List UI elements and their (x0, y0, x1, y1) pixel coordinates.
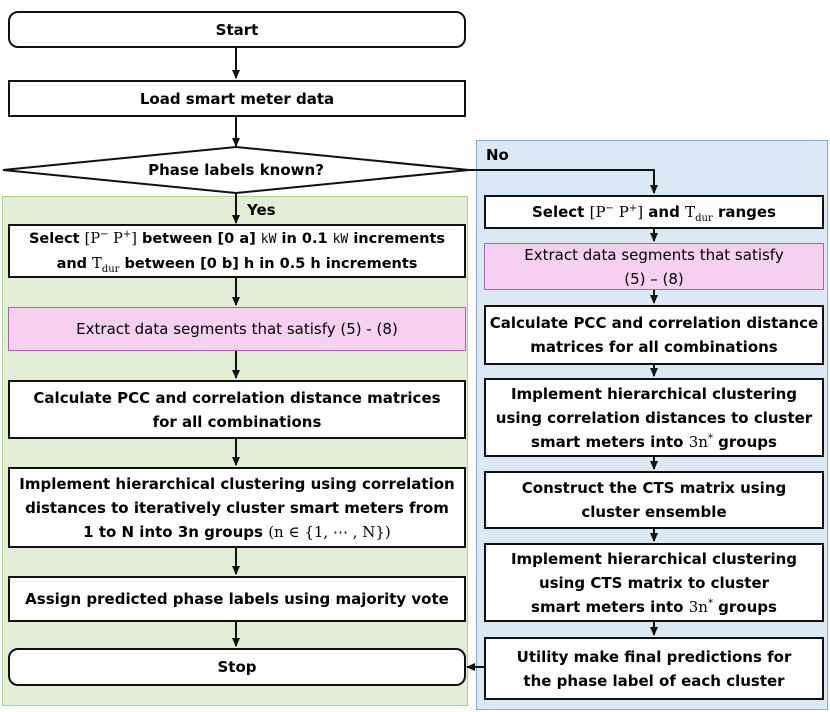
no-calculate-pcc-step: Calculate PCC and correlation distance m… (484, 305, 824, 365)
yes-extract-label: Extract data segments that satisfy (5) -… (76, 320, 398, 338)
yes-select-text-4: increments (353, 230, 446, 247)
no-select-ranges-step: Select [P− P+] and Tdur ranges (484, 195, 824, 229)
no-cluster2-line-1: Implement hierarchical clustering (510, 549, 798, 568)
no-p-range-math: [P− P+] (589, 203, 644, 221)
yes-assign-labels-step: Assign predicted phase labels using majo… (8, 576, 466, 622)
no-cluster-line-2: using correlation distances to cluster (495, 408, 813, 427)
decision-label: Phase labels known? (148, 161, 324, 179)
no-3n-star-math: 3n* (688, 432, 713, 451)
yes-calc-line-2: for all combinations (152, 412, 322, 431)
no-tdur-math: Tdur (685, 203, 713, 224)
no-calc-line-1: Calculate PCC and correlation distance (489, 314, 819, 332)
yes-cluster-line-2: distances to iteratively cluster smart m… (25, 498, 449, 517)
no-3n-star-math-2: 3n* (688, 597, 713, 616)
yes-cluster-line-1: Implement hierarchical clustering using … (19, 474, 455, 493)
yes-n-set-math: (n ∈ {1, ⋯ , N}) (268, 522, 391, 541)
yes-select-text-6: between [0 b] h in 0.5 h increments (124, 255, 418, 272)
stop-node: Stop (8, 648, 466, 686)
no-cts-line-1: Construct the CTS matrix using (521, 479, 787, 497)
yes-select-text-1: Select (28, 230, 80, 247)
yes-p-range-math: [P− P+] (84, 228, 137, 247)
yes-hierarchical-clustering-step: Implement hierarchical clustering using … (8, 467, 466, 548)
no-hierarchical-clustering-step: Implement hierarchical clustering using … (484, 378, 824, 457)
no-cluster-line-3b: groups (718, 432, 777, 451)
load-data-label: Load smart meter data (139, 89, 335, 108)
no-cts-clustering-step: Implement hierarchical clustering using … (484, 543, 824, 622)
yes-select-ranges-step: Select [P− P+] between [0 a] kW in 0.1 k… (8, 224, 466, 278)
no-cluster-line-1: Implement hierarchical clustering (510, 384, 798, 403)
no-select-text-3: ranges (717, 203, 776, 221)
stop-label: Stop (217, 658, 257, 676)
yes-extract-segments-step: Extract data segments that satisfy (5) -… (8, 307, 466, 351)
no-cluster2-line-2: using CTS matrix to cluster (538, 573, 770, 592)
no-cluster2-line-3a: smart meters into (531, 597, 684, 616)
yes-select-text-3: in 0.1 (281, 230, 328, 247)
yes-tdur-math: Tdur (92, 255, 120, 275)
yes-select-text-5: and (56, 255, 88, 272)
no-construct-cts-step: Construct the CTS matrix using cluster e… (484, 471, 824, 529)
yes-select-text-2: between [0 a] (141, 230, 256, 247)
yes-assign-label: Assign predicted phase labels using majo… (25, 590, 449, 608)
no-calc-line-2: matrices for all combinations (530, 338, 778, 356)
start-label: Start (215, 20, 259, 39)
no-extract-segments-step: Extract data segments that satisfy (5) –… (484, 243, 824, 290)
no-extract-line-2: (5) – (8) (624, 269, 684, 288)
start-node: Start (8, 11, 466, 48)
no-final-line-1: Utility make final predictions for (516, 647, 792, 666)
yes-kw-unit-2: kW (332, 231, 349, 247)
label-no: No (486, 146, 509, 164)
no-select-text-1: Select (532, 203, 585, 221)
no-cts-line-2: cluster ensemble (581, 503, 727, 521)
yes-calc-line-1: Calculate PCC and correlation distance m… (33, 388, 441, 407)
no-extract-line-1: Extract data segments that satisfy (524, 245, 784, 264)
no-cluster2-line-3b: groups (718, 597, 777, 616)
decision-label-box: Phase labels known? (60, 158, 412, 182)
yes-kw-unit-1: kW (260, 231, 277, 247)
yes-cluster-line-3: 1 to N into 3n groups (83, 522, 263, 541)
label-yes: Yes (247, 201, 276, 219)
yes-calculate-pcc-step: Calculate PCC and correlation distance m… (8, 380, 466, 439)
no-final-line-2: the phase label of each cluster (523, 671, 785, 690)
no-final-predictions-step: Utility make final predictions for the p… (484, 637, 824, 700)
load-data-step: Load smart meter data (8, 80, 466, 117)
arrow-decision-to-no (469, 169, 658, 194)
no-cluster-line-3a: smart meters into (531, 432, 684, 451)
no-select-text-2: and (648, 203, 680, 221)
